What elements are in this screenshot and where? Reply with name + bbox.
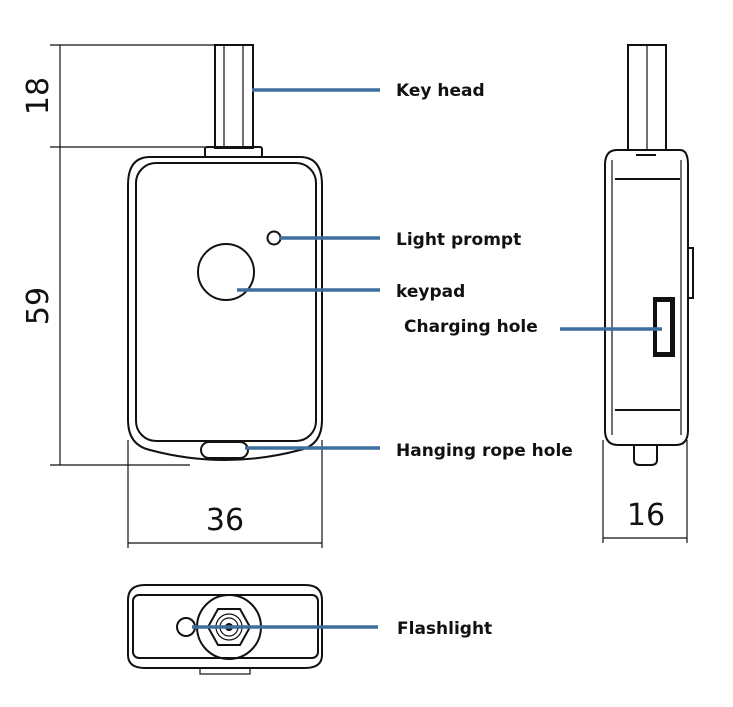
keypad-button <box>197 243 255 301</box>
dimension-lines-front <box>50 44 323 548</box>
dim-body-height: 59 <box>21 287 56 325</box>
label-keypad: keypad <box>396 282 465 302</box>
light-prompt-led <box>266 230 282 246</box>
side-view <box>602 44 694 543</box>
bottom-view <box>127 584 323 675</box>
dim-thickness: 16 <box>627 498 665 533</box>
front-view <box>127 44 323 461</box>
hanging-rope-hole <box>200 441 249 459</box>
label-charging-hole: Charging hole <box>404 317 538 337</box>
label-key-head: Key head <box>396 81 485 101</box>
label-hanging-rope-hole: Hanging rope hole <box>396 441 573 461</box>
label-flashlight: Flashlight <box>397 619 492 639</box>
dim-key-head-height: 18 <box>21 77 56 115</box>
callout-lines <box>192 88 662 629</box>
label-light-prompt: Light prompt <box>396 230 521 250</box>
dim-width: 36 <box>206 503 244 538</box>
